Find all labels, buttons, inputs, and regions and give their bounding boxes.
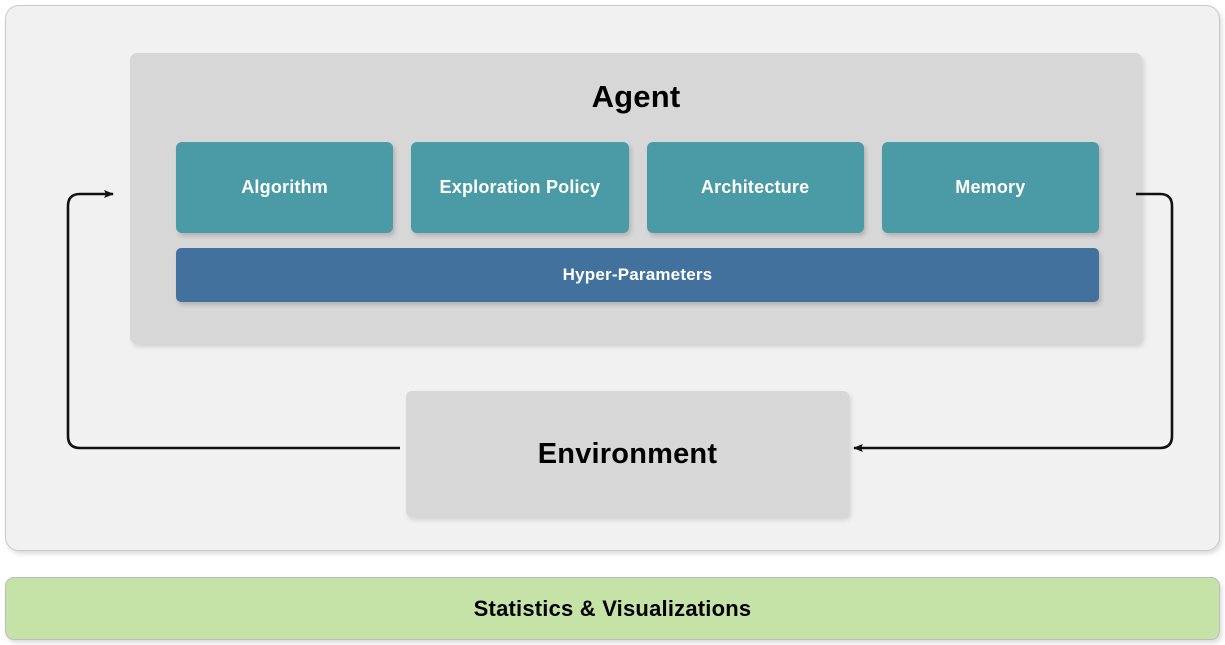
hyper-parameters-bar[interactable]: Hyper-Parameters	[176, 248, 1099, 302]
agent-components-row: Algorithm Exploration Policy Architectur…	[176, 142, 1099, 233]
statistics-visualizations-bar[interactable]: Statistics & Visualizations	[5, 577, 1220, 640]
agent-component-exploration-policy[interactable]: Exploration Policy	[411, 142, 629, 233]
environment-box[interactable]: Environment	[406, 391, 849, 517]
agent-component-memory[interactable]: Memory	[881, 142, 1099, 233]
agent-panel: Agent Algorithm Exploration Policy Archi…	[130, 53, 1142, 344]
agent-component-algorithm[interactable]: Algorithm	[176, 142, 394, 233]
agent-title: Agent	[591, 79, 681, 114]
agent-environment-container: Agent Algorithm Exploration Policy Archi…	[5, 5, 1220, 551]
agent-component-architecture[interactable]: Architecture	[646, 142, 864, 233]
